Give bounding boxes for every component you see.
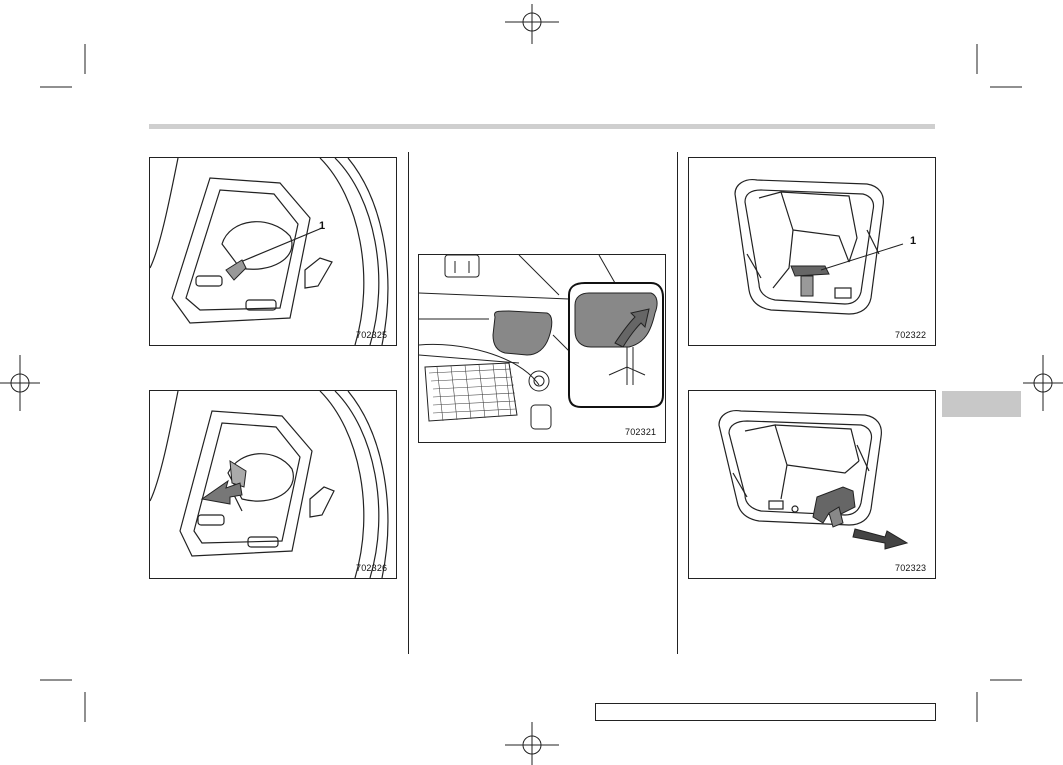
figure-702325: 1 702325 [149,157,397,346]
crosshair-circle-icon [1023,355,1063,411]
storage-cover-removal-illustration [718,410,909,550]
figure-code: 702326 [356,563,388,573]
cargo-area-cover-illustration [419,255,664,430]
figure-code: 702322 [895,330,927,340]
section-tab [942,391,1021,417]
registration-mark-bottom [505,720,559,765]
column-divider-left [408,152,409,654]
figure-702323: 702323 [688,390,936,579]
column-divider-right [677,152,678,654]
registration-mark-left [0,355,40,411]
figure-code: 702321 [625,427,657,437]
registration-mark-top [505,0,559,48]
figure-callout: 1 [910,235,917,247]
trunk-hook-removal-illustration [150,391,389,578]
figure-702322: 1 702322 [688,157,936,346]
footer-box [595,703,936,721]
storage-cover-hook-illustration [734,179,904,315]
figure-code: 702323 [895,563,927,573]
registration-mark-right [1023,355,1063,411]
header-rule [149,124,935,129]
trunk-hook-cover-illustration [150,158,389,345]
crosshair-circle-icon [505,4,559,44]
figure-callout: 1 [319,220,326,232]
figure-702321: 702321 [418,254,666,443]
figure-code: 702325 [356,330,388,340]
crosshair-circle-icon [0,355,40,411]
crosshair-circle-icon [505,722,559,765]
figure-702326: 702326 [149,390,397,579]
